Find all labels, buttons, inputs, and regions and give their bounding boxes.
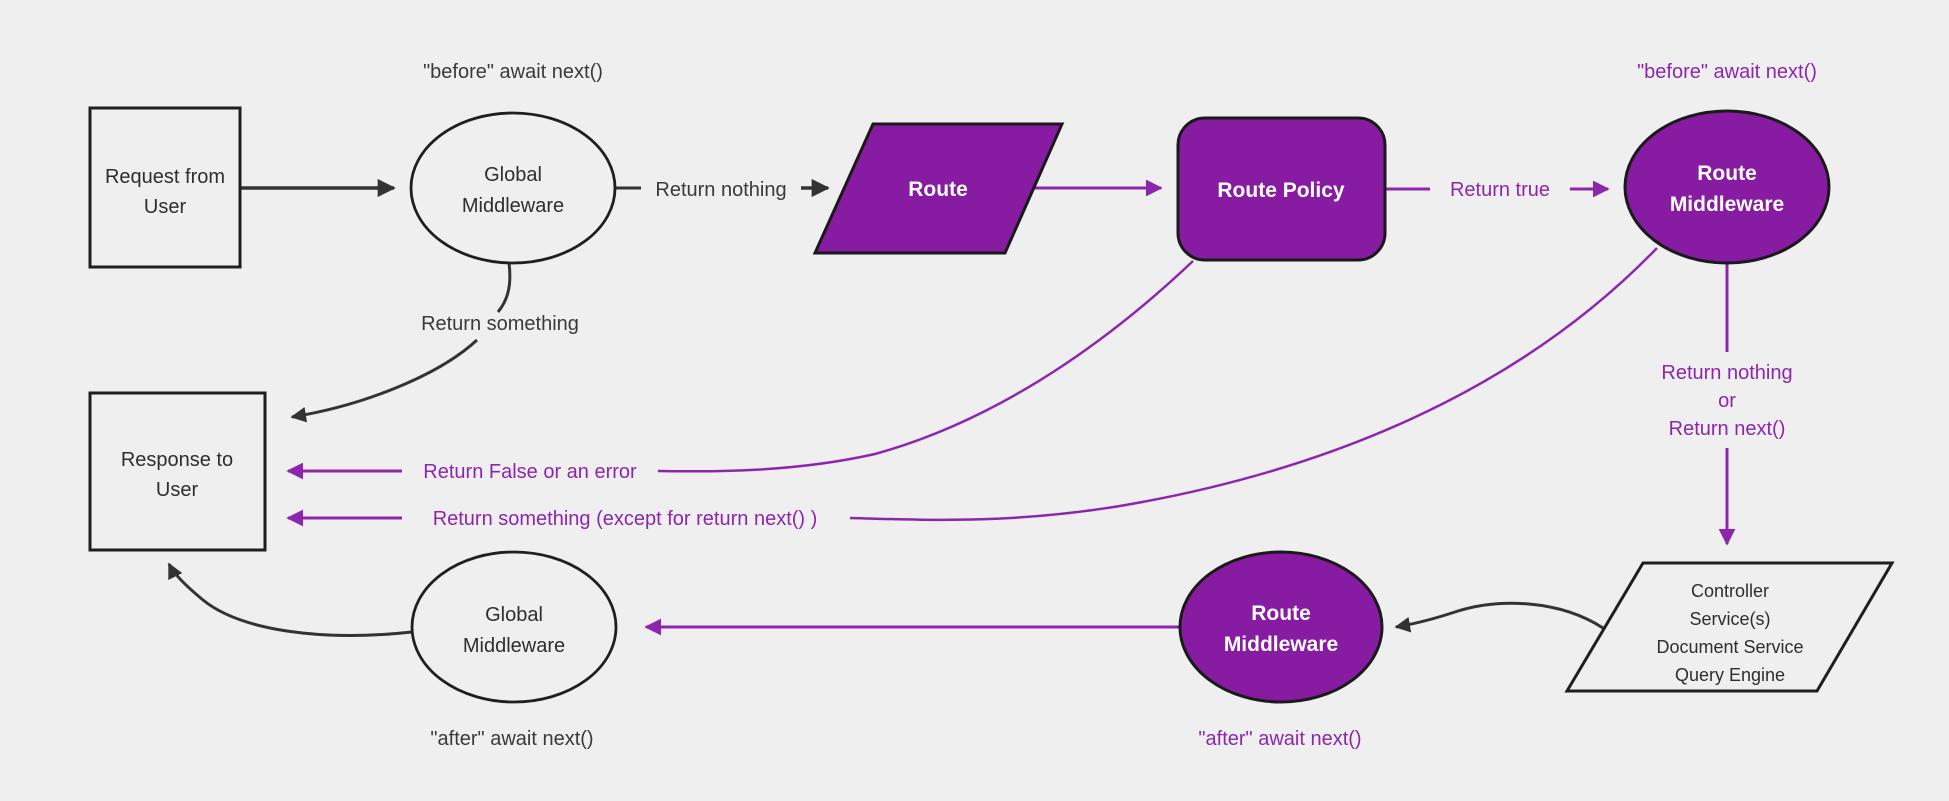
label-return-true: Return true (1450, 179, 1550, 201)
global-middleware-bottom-ellipse (410, 550, 618, 704)
edge-return-something-except-curve (849, 247, 1658, 522)
label-return-something-except: Return something (except for return next… (433, 508, 818, 530)
label-after-await-bottom-left: "after" await next() (430, 728, 593, 750)
route-label: Route (908, 178, 968, 201)
services-line1: Controller (1691, 581, 1769, 601)
route-policy-box (1176, 116, 1387, 262)
node-global-middleware-top: Global Middleware (409, 111, 617, 265)
label-return-false-or-error: Return False or an error (423, 461, 637, 483)
route-middleware-top-ellipse (1623, 109, 1831, 265)
global-middleware-top-line1: Global (484, 164, 542, 186)
route-policy-label: Route Policy (1217, 179, 1345, 202)
services-line4: Query Engine (1675, 665, 1785, 685)
request-box (88, 106, 242, 269)
route-middleware-bottom-line2: Middleware (1224, 633, 1338, 656)
label-return-nothing-or-line2: or (1718, 390, 1736, 412)
response-box (88, 391, 267, 552)
label-return-nothing-or-line1: Return nothing (1661, 362, 1792, 384)
global-middleware-top-ellipse (409, 111, 617, 265)
global-middleware-bottom-line1: Global (485, 604, 543, 626)
global-middleware-bottom-line2: Middleware (463, 635, 565, 657)
node-response-to-user: Response to User (88, 391, 267, 552)
node-global-middleware-bottom: Global Middleware (410, 550, 618, 704)
route-middleware-top-line2: Middleware (1670, 193, 1784, 216)
node-route-policy: Route Policy (1176, 116, 1387, 262)
node-route-middleware-bottom: Route Middleware (1178, 550, 1384, 704)
services-parallelogram (1564, 561, 1895, 693)
response-line1: Response to (121, 449, 233, 471)
route-parallelogram (812, 122, 1065, 255)
global-middleware-top-line2: Middleware (462, 195, 564, 217)
label-before-await-right: "before" await next() (1637, 61, 1817, 83)
route-middleware-top-line1: Route (1697, 162, 1757, 185)
edge-globalmw-bottom-to-response (167, 562, 413, 637)
request-line2: User (144, 196, 187, 218)
route-middleware-bottom-ellipse (1178, 550, 1384, 704)
request-line1: Request from (105, 166, 225, 188)
edge-return-something-upper-segment (496, 262, 512, 313)
label-return-nothing-or-next: Return nothing or Return next() (1661, 362, 1792, 440)
label-return-something: Return something (421, 313, 579, 335)
route-middleware-bottom-line1: Route (1251, 602, 1311, 625)
edge-services-to-routemw-bottom (1394, 601, 1604, 633)
services-line3: Document Service (1656, 637, 1803, 657)
response-line2: User (156, 479, 199, 501)
label-return-nothing: Return nothing (655, 179, 786, 201)
node-request-from-user: Request from User (88, 106, 242, 269)
node-services: Controller Service(s) Document Service Q… (1564, 561, 1895, 693)
node-route-middleware-top: Route Middleware (1623, 109, 1831, 265)
label-return-nothing-or-line3: Return next() (1669, 418, 1786, 440)
label-after-await-bottom-mid: "after" await next() (1198, 728, 1361, 750)
services-line2: Service(s) (1689, 609, 1770, 629)
edge-return-something-lower-segment (290, 338, 479, 423)
label-before-await-top: "before" await next() (423, 61, 603, 83)
edge-return-false-curve (657, 260, 1194, 473)
node-route: Route (812, 122, 1065, 255)
